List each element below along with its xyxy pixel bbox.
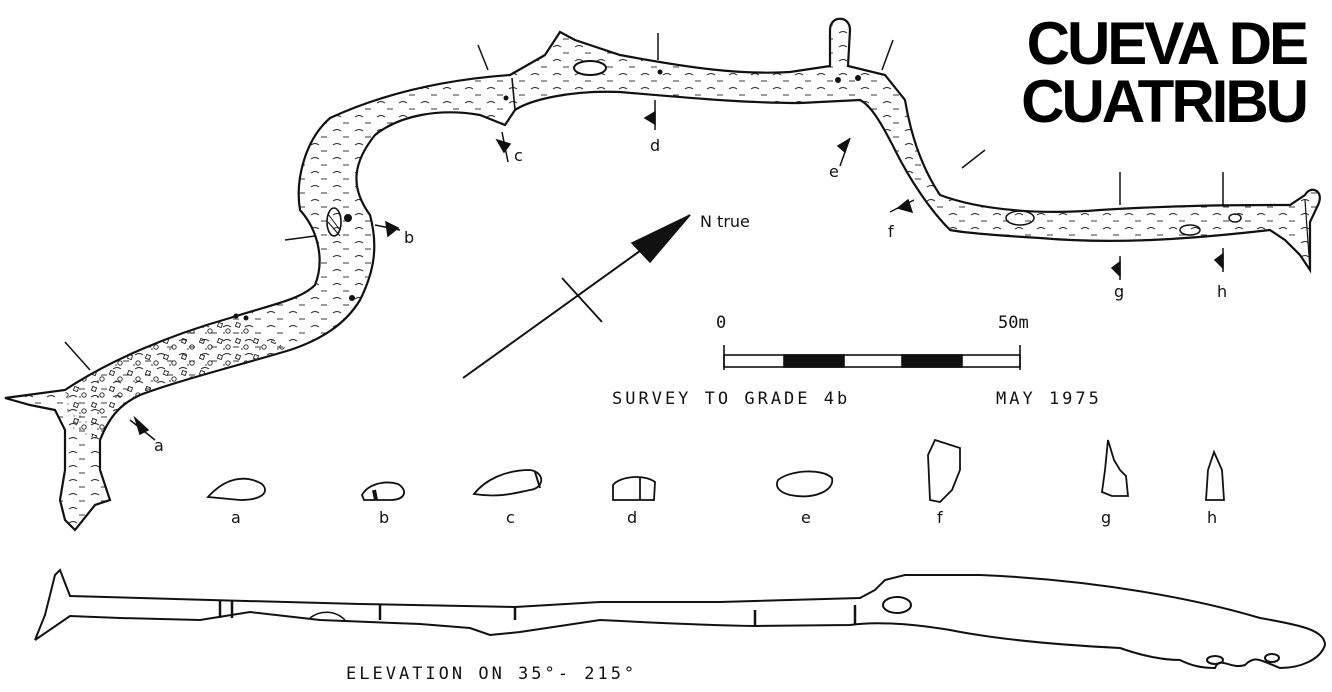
survey-date-label: MAY 1975 [996, 389, 1102, 409]
cross-section-e [776, 470, 833, 498]
section-label-a: a [231, 508, 241, 527]
scale-end-label: 50m [998, 313, 1029, 333]
plan-passage [4, 17, 1321, 532]
section-markers [129, 100, 1224, 441]
survey-ticks [64, 33, 1224, 371]
section-label-e: e [801, 508, 811, 527]
north-arrow [462, 214, 691, 379]
section-label-d: d [627, 508, 638, 527]
plan-marker-c: c [514, 146, 523, 165]
section-label-b: b [379, 508, 390, 527]
plan-marker-d: d [650, 136, 661, 155]
section-label-h: h [1207, 508, 1218, 527]
elevation-label: ELEVATION ON 35°- 215° [346, 664, 638, 684]
cross-section-f [927, 438, 961, 503]
plan-marker-b: b [404, 228, 415, 247]
section-label-c: c [506, 508, 515, 527]
scale-bar [723, 345, 1021, 370]
cross-section-a [206, 477, 266, 501]
cross-sections [206, 438, 1225, 503]
plan-marker-e: e [829, 162, 839, 181]
cross-section-b [361, 481, 405, 501]
plan-marker-a: a [154, 436, 164, 455]
scale-start-label: 0 [716, 313, 727, 333]
cross-section-d [612, 476, 656, 501]
section-label-g: g [1101, 508, 1112, 527]
title-line-2: CUATRIBU [1021, 68, 1309, 135]
section-label-f: f [937, 508, 943, 527]
plan-marker-g: g [1114, 282, 1125, 301]
plan-marker-h: h [1217, 282, 1228, 301]
survey-grade-label: SURVEY TO GRADE 4b [612, 389, 851, 409]
plan-marker-f: f [888, 222, 894, 241]
north-label: N true [700, 212, 750, 231]
title-line-1: CUEVA DE [1026, 10, 1309, 77]
cross-section-c [472, 469, 543, 497]
cross-section-h [1205, 449, 1225, 501]
cross-section-g [1101, 439, 1129, 497]
elevation-profile [34, 568, 1327, 670]
